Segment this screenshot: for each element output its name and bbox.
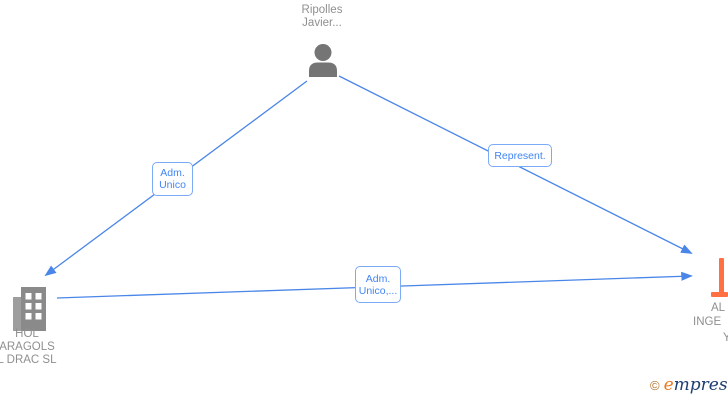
edge-label-adm-unico-2-line-2: Unico,... bbox=[358, 284, 398, 297]
empresia-logo[interactable]: © empresia bbox=[650, 374, 728, 396]
person-name-line-2: Ripolles bbox=[301, 4, 343, 16]
building-icon[interactable] bbox=[13, 287, 46, 331]
left-company-name[interactable]: HOL ARAGOLS L DRAC SL bbox=[0, 328, 97, 367]
person-name-line-1: Arrufat bbox=[242, 0, 402, 4]
left-company-name-line-2: ARAGOLS bbox=[0, 341, 55, 353]
person-node-name[interactable]: Arrufat Ripolles Javier... bbox=[242, 0, 402, 30]
right-company-icon-bar bbox=[719, 258, 724, 297]
right-company-name-line-2[interactable]: INGE bbox=[693, 316, 722, 328]
brand-letter-e: e bbox=[663, 375, 674, 395]
copyright-icon: © bbox=[650, 377, 660, 393]
right-company-name-line-1[interactable]: AL bbox=[711, 302, 726, 314]
edge-label-adm-unico-2[interactable]: Adm. Unico,... bbox=[355, 266, 401, 303]
edge-label-represent[interactable]: Represent. bbox=[488, 144, 552, 167]
right-company-icon[interactable] bbox=[711, 258, 728, 297]
edge-label-adm-unico[interactable]: Adm. Unico bbox=[152, 162, 193, 196]
person-name-line-3: Javier... bbox=[302, 17, 342, 29]
brand-wordmark: empresia bbox=[664, 375, 728, 395]
edge-label-represent-line-1: Represent. bbox=[494, 149, 546, 162]
left-company-name-line-1: HOL bbox=[15, 328, 39, 340]
right-company-name-line-3[interactable]: Y bbox=[723, 332, 728, 344]
person-icon[interactable] bbox=[304, 44, 342, 77]
brand-rest: mpresia bbox=[673, 375, 728, 395]
left-company-name-line-3: L DRAC SL bbox=[0, 354, 57, 366]
edge-label-adm-unico-line-1: Adm. bbox=[160, 167, 185, 179]
right-company-icon-base bbox=[711, 292, 728, 297]
edge-label-adm-unico-line-2: Unico bbox=[159, 179, 186, 191]
edge-label-adm-unico-2-line-1: Adm. bbox=[365, 272, 391, 285]
